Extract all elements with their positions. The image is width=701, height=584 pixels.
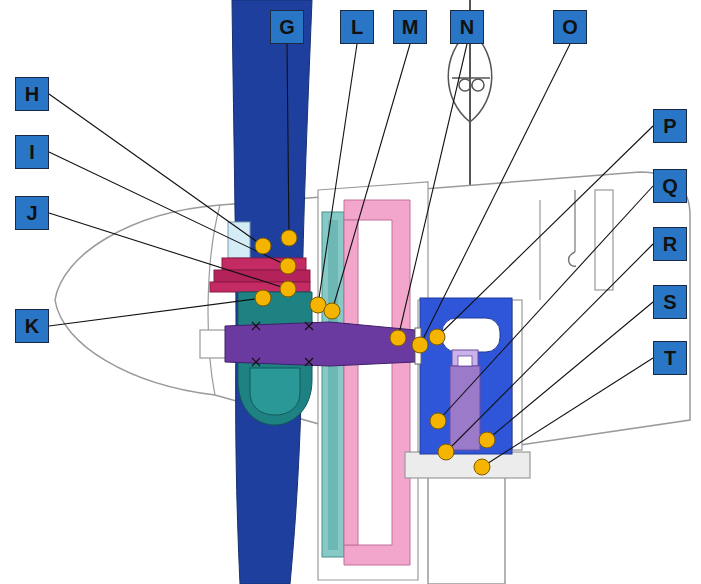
callout-box: J xyxy=(15,196,49,230)
generator-housing xyxy=(318,182,428,580)
callout-letter: L xyxy=(351,17,363,37)
callout-box: K xyxy=(15,309,49,343)
callout-dots xyxy=(255,230,495,475)
tower xyxy=(428,470,505,584)
callout-box: O xyxy=(553,10,587,44)
callout-box: G xyxy=(270,10,304,44)
callout-letter: H xyxy=(25,84,39,104)
main-shaft xyxy=(225,322,415,366)
callout-letter: Q xyxy=(662,176,678,196)
callout-dot xyxy=(438,444,454,460)
yaw-platform xyxy=(405,452,530,478)
callout-dot xyxy=(324,303,340,319)
callout-dot xyxy=(474,459,490,475)
callout-box: I xyxy=(15,135,49,169)
leader-line xyxy=(49,298,263,326)
leader-line xyxy=(446,244,653,452)
leader-line xyxy=(49,213,288,289)
callout-dot xyxy=(281,230,297,246)
callout-box: M xyxy=(393,10,427,44)
vane-cup xyxy=(472,79,484,91)
leader-line xyxy=(318,44,357,305)
callout-box: R xyxy=(653,227,687,261)
leader-line xyxy=(437,126,653,337)
yaw-motor xyxy=(450,366,480,450)
callout-letter: K xyxy=(25,316,39,336)
callout-dot xyxy=(412,337,428,353)
rotor-blade xyxy=(232,0,312,584)
vane-bar xyxy=(452,77,490,79)
stator-core xyxy=(328,220,338,550)
leader-line xyxy=(398,44,467,338)
callout-box: L xyxy=(340,10,374,44)
callout-letter: O xyxy=(562,17,578,37)
bearing-symbol xyxy=(252,322,313,366)
frame-line xyxy=(539,200,540,300)
generator-stator xyxy=(322,212,344,557)
generator-rotor xyxy=(344,200,410,565)
callout-dot xyxy=(429,329,445,345)
callout-letter: T xyxy=(664,348,676,368)
motor-cap xyxy=(458,356,472,366)
callout-dot xyxy=(280,281,296,297)
callout-dot xyxy=(479,432,495,448)
crane-line xyxy=(574,190,575,252)
callout-letter: P xyxy=(663,116,676,136)
callout-dot xyxy=(255,290,271,306)
crane-hook xyxy=(569,252,576,266)
rotor-flange xyxy=(344,220,358,545)
callout-box: Q xyxy=(653,169,687,203)
callout-box: S xyxy=(653,285,687,319)
callout-letter: R xyxy=(663,234,677,254)
leader-line xyxy=(49,152,288,266)
callout-dot xyxy=(255,238,271,254)
callout-letter: S xyxy=(663,292,676,312)
leader-line xyxy=(482,358,653,467)
callout-letter: N xyxy=(460,17,474,37)
leader-lines xyxy=(49,44,653,467)
hub-cap xyxy=(250,368,300,415)
leader-line xyxy=(287,44,289,238)
callout-letter: G xyxy=(279,17,295,37)
callout-box: N xyxy=(450,10,484,44)
callout-letter: J xyxy=(26,203,37,223)
leader-line xyxy=(438,186,653,421)
callout-letter: M xyxy=(402,17,419,37)
callout-letter: I xyxy=(29,142,35,162)
vane-cup xyxy=(459,79,471,91)
nose-seam xyxy=(208,205,220,395)
leader-line xyxy=(420,44,570,345)
callout-dot xyxy=(430,413,446,429)
pitch-drive xyxy=(228,222,250,258)
callout-box: H xyxy=(15,77,49,111)
callout-dot xyxy=(280,258,296,274)
leader-line xyxy=(332,44,410,311)
callout-dot xyxy=(390,330,406,346)
yaw-motor-top xyxy=(452,350,478,366)
frame-part xyxy=(512,300,522,450)
callout-box: T xyxy=(653,341,687,375)
callout-box: P xyxy=(653,109,687,143)
leader-line xyxy=(487,302,653,440)
